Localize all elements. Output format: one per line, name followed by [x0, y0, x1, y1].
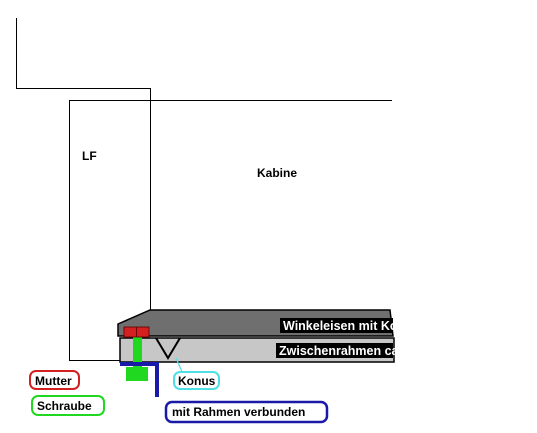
schraube-head	[126, 367, 148, 381]
konus-v-shape	[155, 337, 181, 360]
lf-box-line	[69, 100, 392, 361]
label-zwischenrahmen: Zwischenrahmen ca.30 mm	[279, 344, 442, 358]
outer-frame-line	[16, 18, 151, 312]
legend-mutter-label: Mutter	[35, 374, 72, 388]
rahmen-connection	[120, 362, 159, 397]
legend-konus-label: Konus	[178, 374, 216, 388]
legend-schraube-label: Schraube	[37, 399, 92, 413]
winkeleisen-label-bg	[280, 318, 393, 333]
label-kabine: Kabine	[257, 166, 297, 180]
label-lf: LF	[82, 149, 97, 163]
outline-lines	[16, 18, 392, 361]
legend-rahmen-box	[164, 400, 329, 424]
legend-rahmen-label: mit Rahmen verbunden	[172, 405, 305, 419]
legend-mutter-box	[29, 370, 80, 390]
label-winkeleisen: Winkeleisen mit Konus an der Kabine	[283, 319, 506, 333]
legend-konus-box	[173, 371, 220, 390]
legend-schraube-box	[31, 395, 105, 416]
zwischenrahmen-label-bg	[276, 343, 393, 358]
schraube-shaft	[133, 336, 142, 367]
